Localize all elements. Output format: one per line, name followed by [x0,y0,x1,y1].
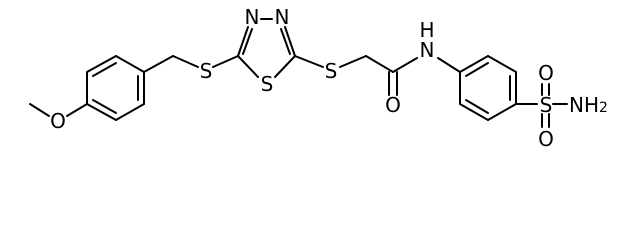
atom-s-benzyl: S [200,59,213,83]
benzyl-thioether [143,55,239,73]
atom-o-methoxy: O [50,109,66,133]
atom-s-ring: S [261,72,274,96]
atom-n-amide: N [420,38,435,62]
atom-o-sulfonyl-top: O [538,61,554,85]
sulfonamide-group [515,83,568,128]
methoxy-group [29,103,88,117]
atom-h-amide: H [419,18,434,42]
atom-nh2: NH2 [569,93,608,117]
thioacetyl-linker [294,55,394,73]
amide-bonds [392,57,461,73]
atom-o-carbonyl: O [385,93,401,117]
atom-nh2-subscript: 2 [599,100,608,116]
atom-n2-ring: N [275,5,290,29]
atom-s-link: S [325,59,338,83]
atom-o-sulfonyl-bottom: O [538,127,554,151]
thiadiazole-ring [237,18,296,78]
atom-nh2-main: NH [569,93,599,117]
atom-n1-ring: N [245,5,260,29]
carbonyl-group [388,71,398,96]
chemical-structure: O S S N N S O N H S O O NH2 [29,5,608,151]
sulfonamide-phenyl-ring [459,55,517,121]
atom-s-sulfonyl: S [540,93,553,117]
methoxyphenyl-ring [86,55,145,121]
